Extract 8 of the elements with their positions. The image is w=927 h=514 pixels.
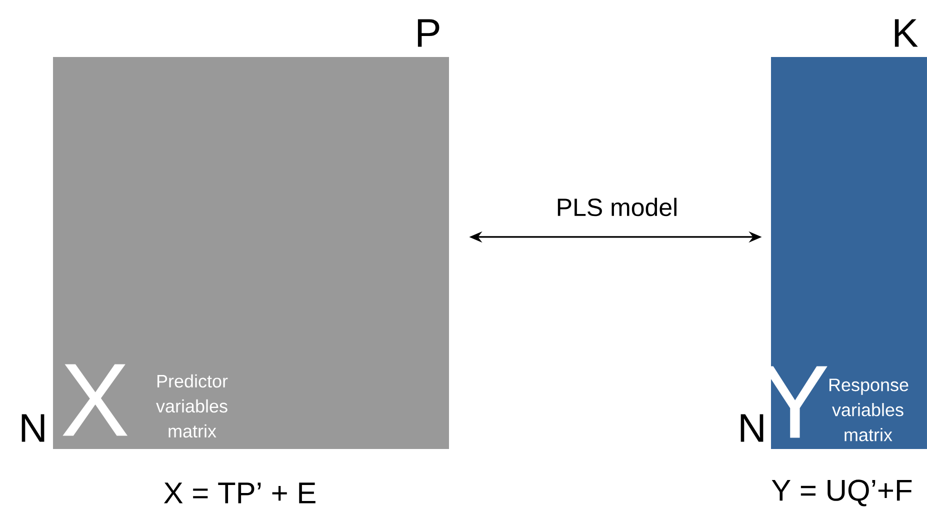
dimension-label: K xyxy=(894,19,918,47)
dimension-label: N xyxy=(740,414,764,442)
dimension-label: N xyxy=(22,414,44,442)
edge-label: PLS model xyxy=(558,198,676,216)
equation: X = TP’ + E xyxy=(164,482,316,504)
dimension-label: P xyxy=(418,19,440,47)
equation: Y = UQ’+F xyxy=(772,480,912,506)
matrix-box: X Predictor variables matrix xyxy=(53,57,449,449)
